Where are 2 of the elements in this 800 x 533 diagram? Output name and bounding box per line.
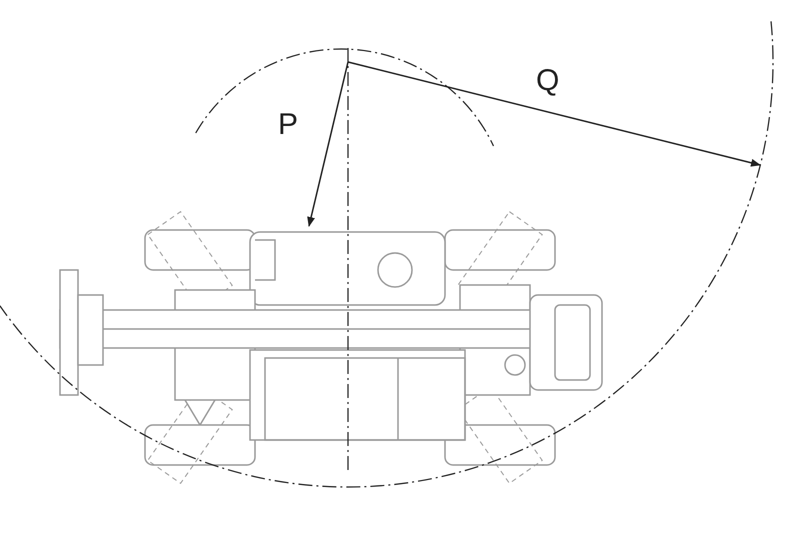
dimension-label: P xyxy=(278,110,298,140)
dimension-label: Q xyxy=(536,66,560,96)
